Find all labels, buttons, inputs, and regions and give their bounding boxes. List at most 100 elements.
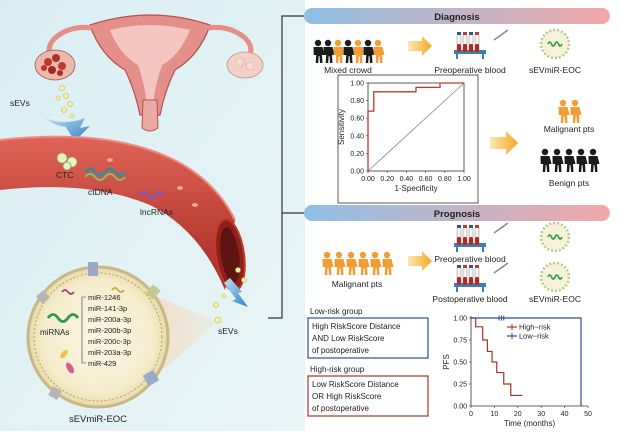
- km-xtick-label: 20: [514, 411, 522, 418]
- arrow-to-blood: [408, 36, 432, 56]
- km-high-risk-curve: [471, 317, 523, 397]
- blood-vessel: [0, 135, 246, 292]
- postop-tube-rack: [453, 264, 487, 293]
- label-sevmir-bottom: sEVmiR-EOC: [69, 414, 127, 425]
- mirna-item: miR-200a-3p: [88, 315, 131, 324]
- roc-ytick-label: 0.40: [350, 133, 364, 140]
- label-ctdna: ctDNA: [88, 187, 113, 197]
- mixed-crowd-people: [313, 39, 385, 63]
- km-ytick-label: 0.00: [453, 404, 467, 411]
- low-risk-line: AND Low RiskScore: [312, 334, 385, 343]
- lncrna-strand: [139, 190, 165, 200]
- ctdna-strand: [84, 167, 126, 177]
- roc-ytick-label: 0.60: [350, 116, 364, 123]
- roc-ytick-label: 0.20: [350, 151, 364, 158]
- roc-ytick-label: 0.80: [350, 98, 364, 105]
- km-xtick-label: 30: [537, 411, 545, 418]
- arrow-out-of-vessel: [224, 278, 248, 307]
- mirna-item: miR-203a-3p: [88, 348, 131, 357]
- ctdna-strand-2: [84, 173, 126, 181]
- mirna-item: miR-200c-3p: [88, 337, 131, 346]
- label-sevs-top: sEVs: [10, 98, 30, 108]
- mirna-item: miR-141-3p: [88, 304, 127, 313]
- red-blood-cells: [107, 158, 198, 207]
- diagnosis-title: Diagnosis: [434, 12, 479, 23]
- roc-xtick-label: 0.80: [438, 176, 452, 183]
- km-xtick-label: 50: [584, 411, 592, 418]
- high-risk-criteria: Low RiskScore Distance OR High RiskScore…: [312, 380, 399, 413]
- low-risk-box: [307, 317, 429, 359]
- prognosis-banner: [304, 205, 610, 221]
- high-risk-line: Low RiskScore Distance: [312, 380, 399, 389]
- sevmir-vesicle-icon: [539, 28, 571, 60]
- sevmir-vesicle-postop: [539, 261, 571, 293]
- uterus-illustration: [34, 14, 264, 132]
- label-sevs-mid: sEVs: [218, 326, 238, 336]
- low-risk-line: of postoperative: [312, 346, 369, 355]
- roc-ylabel: Sensitivity: [337, 109, 346, 145]
- low-risk-group-label: Low-risk group: [310, 307, 363, 316]
- km-ytick-label: 0.50: [453, 360, 467, 367]
- flow-bracket: [268, 15, 304, 319]
- roc-xtick-label: 1.00: [457, 176, 471, 183]
- label-malignant-prog: Malignant pts: [332, 279, 383, 289]
- pipette-icon: [493, 29, 509, 41]
- diagnosis-banner: [304, 8, 610, 24]
- label-preop-blood-prog: Preoperative blood: [434, 254, 506, 264]
- km-xlabel: Time (months): [504, 419, 556, 428]
- malignant-people-prog: [322, 251, 394, 275]
- roc-xtick-label: 0.20: [380, 176, 394, 183]
- malignant-people-diag: [558, 99, 582, 123]
- large-vesicle: [26, 262, 170, 409]
- label-preop-blood: Preoperative blood: [434, 65, 506, 75]
- label-lncrnas: lncRNAs: [140, 207, 173, 217]
- left-ovary-tumor: [34, 49, 76, 81]
- roc-xtick-label: 0.00: [361, 176, 375, 183]
- right-ovary: [226, 51, 264, 79]
- pipette-icon-preop: [493, 222, 509, 234]
- km-legend-low-label: Low−risk: [519, 332, 549, 341]
- label-ctc: CTC: [56, 170, 73, 180]
- mirna-item: miR-200b-3p: [88, 326, 131, 335]
- ctc-cells: [56, 152, 78, 171]
- label-sevmir-diag: sEVmiR-EOC: [529, 65, 581, 75]
- label-postop-blood: Postoperative blood: [432, 294, 507, 304]
- benign-people: [540, 148, 600, 172]
- roc-ytick-label: 0.00: [350, 169, 364, 176]
- mirna-item: miR-1246: [88, 293, 121, 302]
- label-benign: Benign pts: [549, 178, 589, 188]
- roc-diagonal: [367, 82, 465, 172]
- mirna-list: miR-1246 miR-141-3p miR-200a-3p miR-200b…: [88, 293, 131, 368]
- high-risk-box: [307, 375, 429, 417]
- km-low-risk-curve: [471, 317, 582, 406]
- arrow-to-outcomes: [490, 131, 518, 155]
- pipette-icon-postop: [493, 262, 509, 274]
- low-risk-line: High RiskScore Distance: [312, 322, 401, 331]
- low-risk-criteria: High RiskScore Distance AND Low RiskScor…: [312, 322, 401, 355]
- km-ylabel: PFS: [442, 354, 451, 370]
- label-malignant-diag: Malignant pts: [544, 124, 595, 134]
- km-ytick-label: 0.25: [453, 382, 467, 389]
- km-xtick-label: 40: [561, 411, 569, 418]
- high-risk-line: OR High RiskScore: [312, 392, 382, 401]
- prognosis-title: Prognosis: [434, 209, 480, 220]
- high-risk-line: of postoperative: [312, 404, 369, 413]
- km-ytick-label: 1.00: [453, 316, 467, 323]
- km-ytick-label: 0.75: [453, 338, 467, 345]
- high-risk-group-label: High-risk group: [310, 365, 365, 374]
- roc-curve: [367, 82, 464, 171]
- sevs-dots-top: [55, 85, 75, 119]
- roc-xtick-label: 0.40: [400, 176, 414, 183]
- label-mirnas: miRNAs: [40, 328, 69, 337]
- arrow-to-blood-prog: [408, 251, 432, 271]
- mirna-item: miR-429: [88, 359, 116, 368]
- km-xtick-label: 0: [469, 411, 473, 418]
- label-sevmir-prog: sEVmiR-EOC: [529, 294, 581, 304]
- label-mixed-crowd: Mixed crowd: [324, 65, 372, 75]
- sevmir-vesicle-preop: [539, 221, 571, 253]
- roc-ytick-label: 1.00: [350, 81, 364, 88]
